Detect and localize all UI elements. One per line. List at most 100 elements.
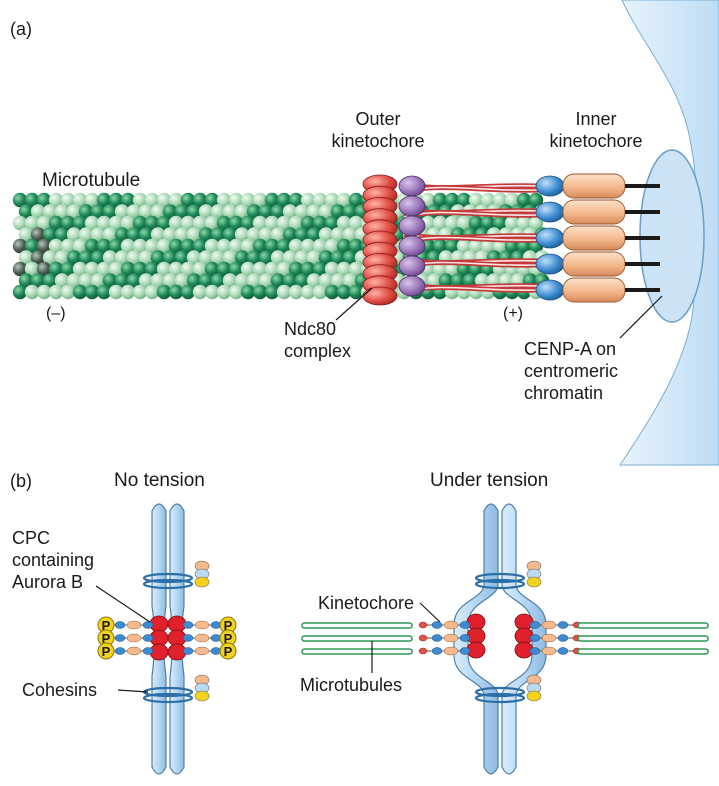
tubulin-subunit — [252, 284, 268, 300]
tubulin-subunit — [264, 192, 280, 208]
ndc80-label: Ndc80 complex — [284, 318, 351, 362]
no-tension-label: No tension — [114, 470, 205, 491]
tubulin-subunit — [150, 250, 166, 265]
spindle-microtubules — [301, 622, 709, 655]
tubulin-subunit — [300, 238, 316, 254]
tubulin-subunit — [120, 261, 136, 277]
tubulin-subunit — [444, 192, 460, 208]
tubulin-subunit — [228, 215, 244, 231]
blue-protein — [535, 175, 565, 197]
tubulin-subunit — [246, 273, 262, 288]
tubulin-subunit — [294, 250, 310, 265]
phospho-label: P — [224, 644, 233, 659]
tubulin-subunit — [240, 284, 256, 300]
kinetochore-protein — [114, 634, 126, 642]
tubulin-subunit — [150, 273, 166, 288]
tubulin-subunit — [18, 273, 34, 288]
tubulin-subunit — [180, 284, 196, 300]
tubulin-subunit — [18, 250, 34, 265]
tubulin-subunit — [132, 261, 148, 277]
blue-protein — [535, 201, 565, 223]
microtubule — [12, 192, 550, 300]
tubulin-subunit — [276, 192, 292, 208]
tubulin-subunit — [294, 273, 310, 288]
tubulin-subunit — [324, 261, 340, 277]
tubulin-subunit — [246, 250, 262, 265]
tubulin-subunit — [180, 238, 196, 254]
tubulin-subunit — [270, 204, 286, 219]
tubulin-subunit — [168, 215, 184, 231]
tubulin-subunit — [468, 215, 484, 231]
tubulin-subunit — [444, 261, 460, 277]
panel-b-label: (b) — [10, 471, 32, 491]
tubulin-subunit — [312, 238, 328, 254]
tubulin-subunit — [84, 261, 100, 277]
tubulin-subunit — [66, 204, 82, 219]
tubulin-subunit — [240, 261, 256, 277]
tubulin-subunit — [300, 261, 316, 277]
tubulin-subunit — [456, 192, 472, 208]
kinetochore-label: Kinetochore — [318, 593, 415, 613]
tubulin-subunit — [324, 215, 340, 231]
tubulin-subunit — [336, 215, 352, 231]
kinetochore-protein — [459, 634, 471, 642]
tubulin-subunit — [456, 215, 472, 231]
tubulin-subunit — [102, 250, 118, 265]
tubulin-subunit — [258, 250, 274, 265]
tubulin-subunit — [108, 261, 124, 277]
kinetochore-protein — [529, 634, 541, 642]
tubulin-subunit — [252, 192, 268, 208]
tubulin-subunit — [216, 215, 232, 231]
tubulin-subunit — [36, 238, 52, 254]
tubulin-subunit — [342, 273, 358, 288]
tubulin-subunit — [102, 227, 118, 242]
tubulin-subunit — [348, 215, 364, 231]
tubulin-subunit — [480, 215, 496, 231]
outer-kinetochore-line1: Outer — [355, 109, 401, 129]
tubulin-subunit — [204, 215, 220, 231]
tubulin-subunit — [132, 192, 148, 208]
microtubule-label: Microtubule — [42, 170, 141, 191]
tubulin-subunit — [36, 284, 52, 300]
kinetochore-protein — [459, 647, 471, 655]
tubulin-subunit — [66, 250, 82, 265]
cenpa-line2: centromeric — [524, 361, 619, 381]
tubulin-subunit — [258, 273, 274, 288]
kinetochore-protein — [126, 620, 142, 630]
tubulin-subunit — [60, 238, 76, 254]
tubulin-subunit — [198, 273, 214, 288]
kinetochore-protein — [529, 647, 541, 655]
tubulin-subunit — [282, 204, 298, 219]
tubulin-subunit — [228, 238, 244, 254]
tubulin-subunit — [480, 238, 496, 254]
tubulin-subunit — [54, 204, 70, 219]
kinetochore-protein — [529, 621, 541, 629]
tubulin-subunit — [114, 227, 130, 242]
tubulin-subunit — [192, 284, 208, 300]
tubulin-subunit — [186, 204, 202, 219]
tubulin-subunit — [12, 215, 28, 231]
tubulin-subunit — [84, 192, 100, 208]
tubulin-subunit — [180, 215, 196, 231]
tubulin-subunit — [204, 192, 220, 208]
tubulin-subunit — [42, 227, 58, 242]
purple-protein-column — [398, 175, 426, 297]
cohesin-ring — [474, 578, 526, 590]
tubulin-subunit — [132, 215, 148, 231]
tubulin-subunit — [12, 284, 28, 300]
tubulin-subunit — [276, 238, 292, 254]
tubulin-subunit — [306, 227, 322, 242]
tubulin-subunit — [222, 250, 238, 265]
tubulin-subunit — [120, 238, 136, 254]
tubulin-subunit — [24, 284, 40, 300]
tubulin-subunit — [336, 284, 352, 300]
tubulin-subunit — [516, 192, 532, 208]
tubulin-subunit — [312, 215, 328, 231]
tubulin-subunit — [30, 273, 46, 288]
tubulin-subunit — [312, 284, 328, 300]
inner-kinetochore-block — [562, 251, 626, 277]
tubulin-subunit — [162, 227, 178, 242]
tubulin-subunit — [240, 238, 256, 254]
tubulin-subunit — [114, 204, 130, 219]
kinetochore-protein — [142, 621, 154, 629]
